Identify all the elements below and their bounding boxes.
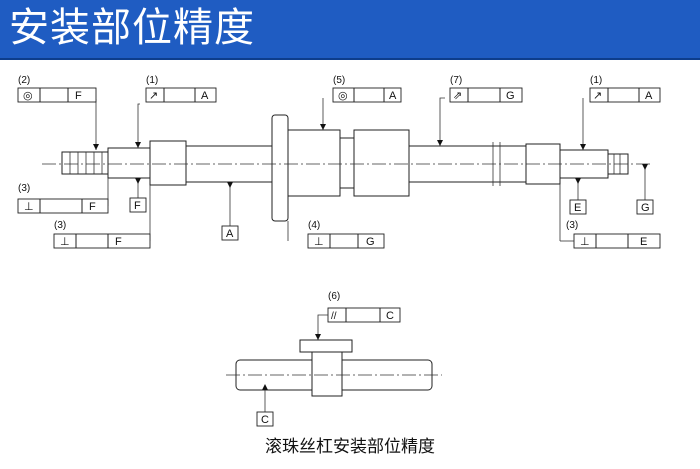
callout-4: (4) ⊥ G xyxy=(307,220,385,249)
callout-5: (5) ◎ A xyxy=(332,75,402,103)
nut-neck xyxy=(339,137,355,189)
svg-text:E: E xyxy=(640,236,647,248)
svg-text:F: F xyxy=(75,90,82,102)
svg-text:(3): (3) xyxy=(566,220,578,231)
title-banner: 安装部位精度 xyxy=(0,0,700,60)
page-title: 安装部位精度 xyxy=(9,5,255,51)
left-thread-end xyxy=(61,151,109,175)
datum-G: G xyxy=(636,199,654,215)
svg-text:(3): (3) xyxy=(18,183,30,194)
svg-text:G: G xyxy=(506,90,515,102)
callout-2-left: (2) ◎ F xyxy=(17,75,97,103)
nut-body-left xyxy=(287,129,341,197)
callout-3-right: (3) ⊥ E xyxy=(566,220,661,249)
svg-text:A: A xyxy=(645,90,653,102)
svg-text:A: A xyxy=(226,228,234,240)
callout-7: (7) ⇗ G xyxy=(449,75,523,103)
datum-A: A xyxy=(221,225,239,241)
svg-text:E: E xyxy=(574,202,581,214)
shaft-assembly xyxy=(42,114,650,222)
datum-E: E xyxy=(569,199,587,215)
datum-C xyxy=(256,411,274,427)
svg-text:A: A xyxy=(389,90,397,102)
lower-flange xyxy=(299,339,353,353)
perpendicularity-icon: ⊥ xyxy=(24,201,34,213)
arrow-marks xyxy=(93,124,648,188)
datum-F: F xyxy=(129,197,147,213)
left-shaft-step xyxy=(149,140,187,186)
svg-text:F: F xyxy=(89,201,96,213)
svg-text:A: A xyxy=(201,90,209,102)
nut-flange xyxy=(271,114,289,222)
concentricity-icon: ◎ xyxy=(338,90,348,102)
concentricity-icon: ◎ xyxy=(23,90,33,102)
svg-text:(1): (1) xyxy=(590,75,602,86)
callout-1-right: (1) ↗ A xyxy=(589,75,661,103)
parallelism-icon: // xyxy=(331,311,337,322)
svg-text:(5): (5) xyxy=(333,75,345,86)
svg-text:(2): (2) xyxy=(18,75,30,86)
svg-text:G: G xyxy=(641,202,650,214)
svg-text:C: C xyxy=(386,310,394,322)
svg-text:F: F xyxy=(134,200,141,212)
runout-icon: ↗ xyxy=(593,90,602,102)
lower-nut xyxy=(311,351,343,397)
svg-text:(6): (6) xyxy=(328,291,340,302)
svg-text:C: C xyxy=(261,414,269,426)
callout-3-left-b: (3) ⊥ F xyxy=(53,220,151,249)
svg-text:(1): (1) xyxy=(146,75,158,86)
svg-text:(4): (4) xyxy=(308,220,320,231)
callout-3-left-a: (3) ⊥ F xyxy=(17,183,109,214)
svg-text:(7): (7) xyxy=(450,75,462,86)
svg-text:G: G xyxy=(366,236,375,248)
perpendicularity-icon: ⊥ xyxy=(580,236,590,248)
perpendicularity-icon: ⊥ xyxy=(314,236,324,248)
figure-caption: 滚珠丝杠安装部位精度 xyxy=(265,437,435,457)
nut-body-right xyxy=(353,129,410,197)
callout-1-left: (1) ↗ A xyxy=(145,75,217,103)
total-runout-icon: ⇗ xyxy=(453,90,462,102)
left-bearing-journal xyxy=(107,147,151,179)
svg-text:F: F xyxy=(115,236,122,248)
perpendicularity-icon: ⊥ xyxy=(60,236,70,248)
leader-lines xyxy=(95,97,646,241)
parallelism-sub-diagram: (6) // C C xyxy=(226,291,442,427)
runout-icon: ↗ xyxy=(149,90,158,102)
svg-text:(3): (3) xyxy=(54,220,66,231)
